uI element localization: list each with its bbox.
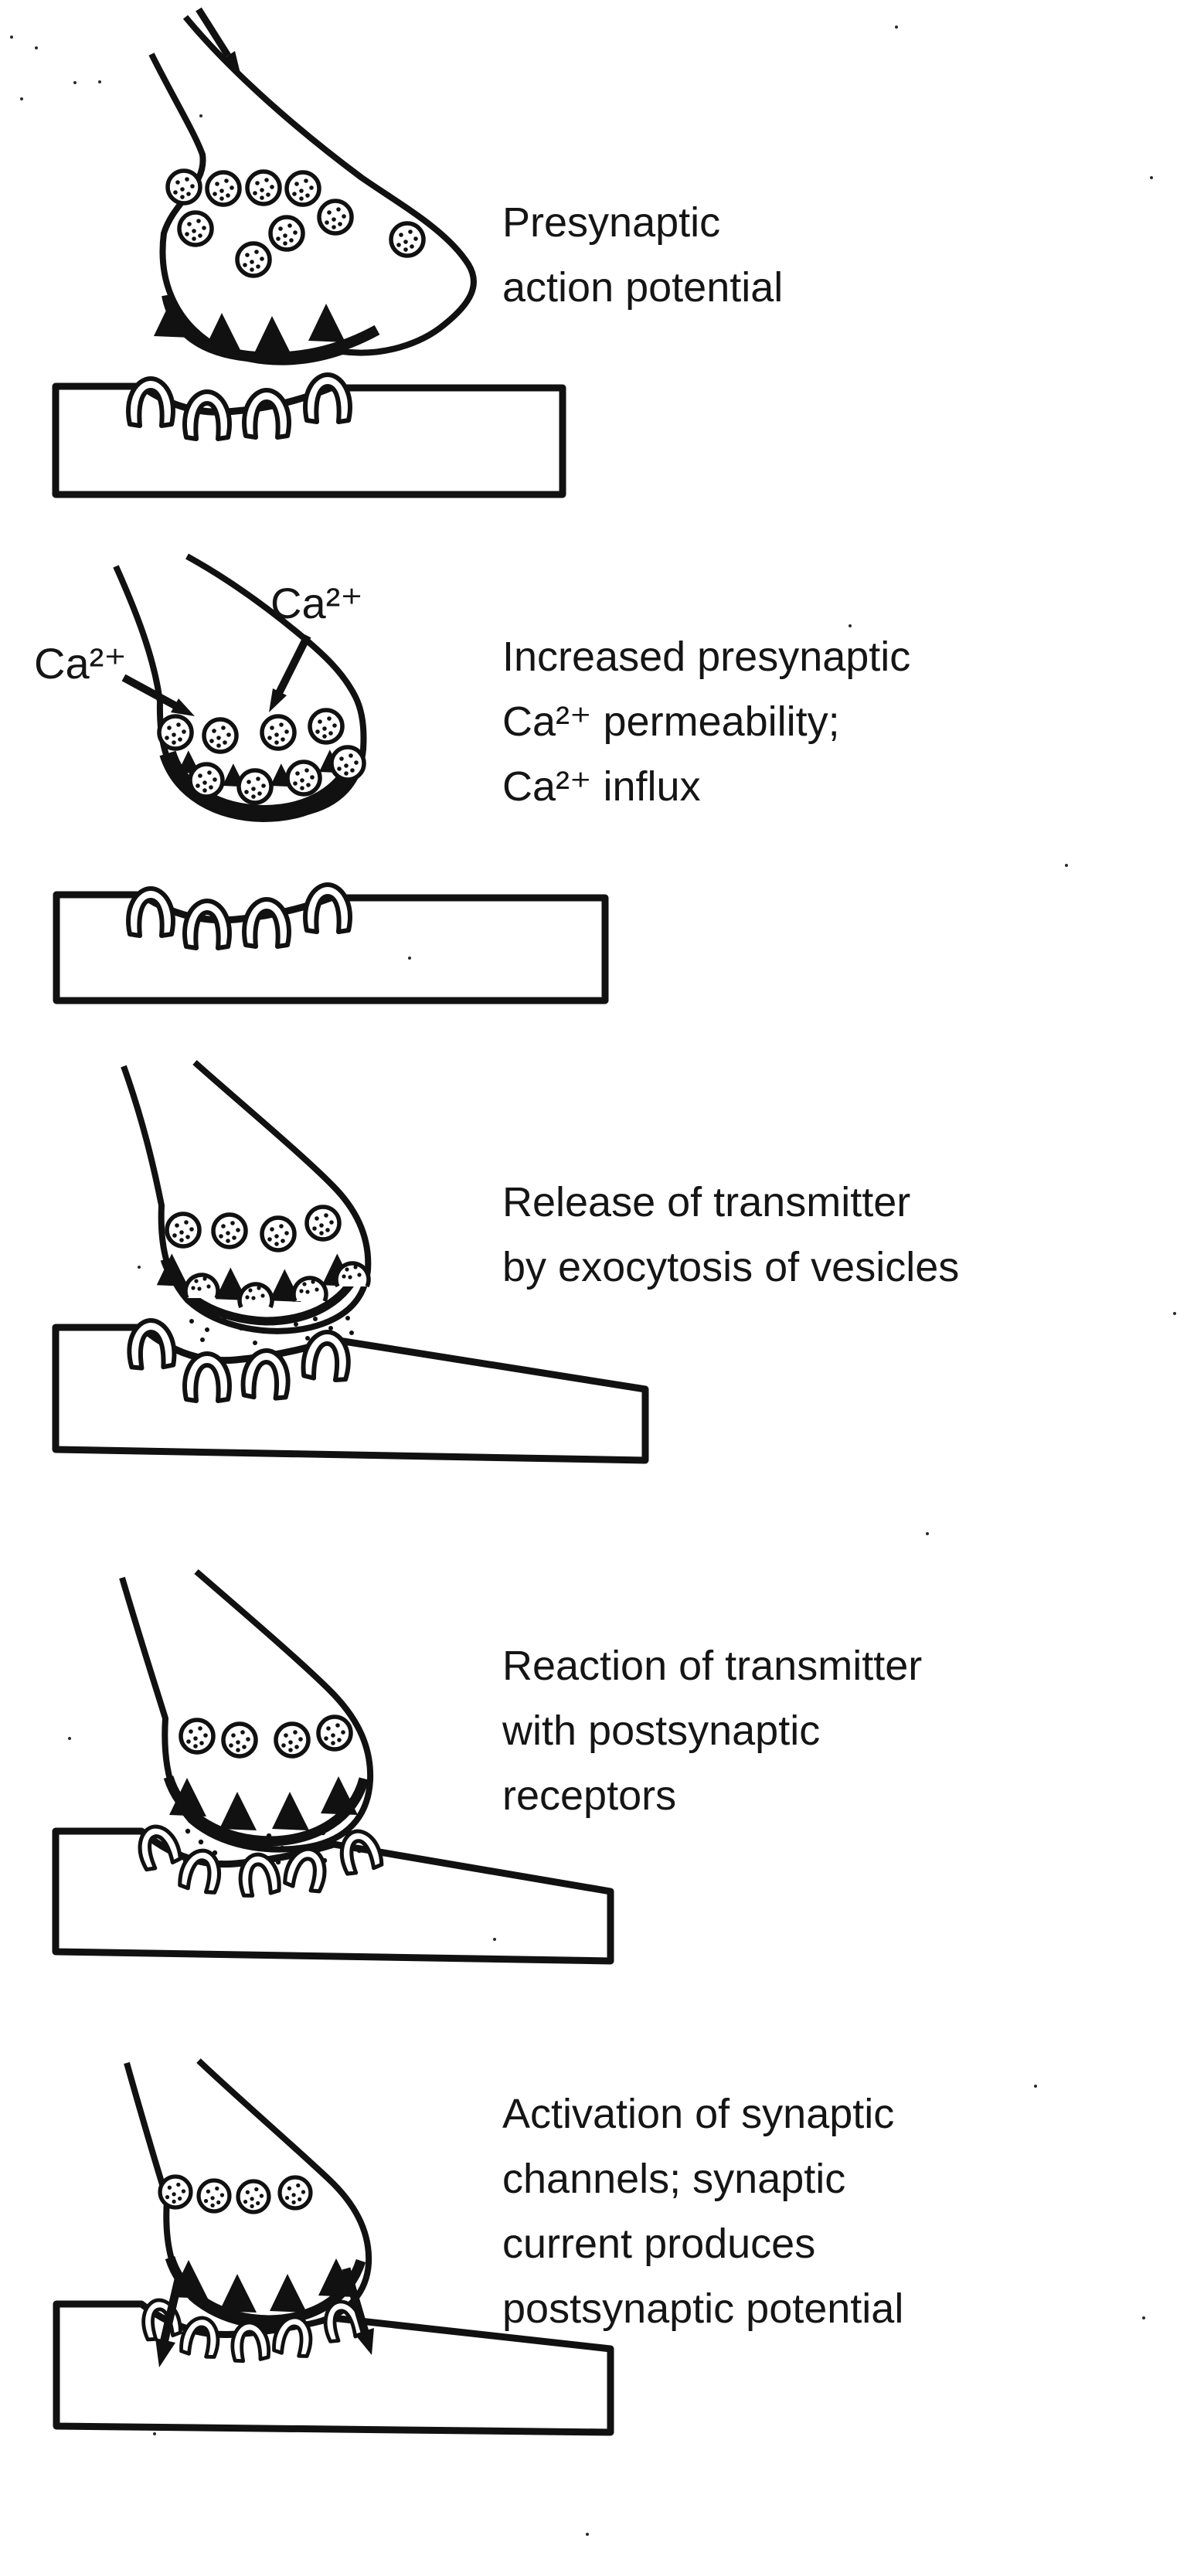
synaptic-vesicle [318, 1717, 351, 1749]
docked-synaptic-vesicle [190, 764, 223, 797]
panel-4-drawing [52, 1568, 614, 1965]
docked-synaptic-vesicle [239, 770, 271, 803]
synaptic-vesicle [213, 1215, 246, 1247]
synaptic-vesicle [199, 2180, 230, 2211]
synaptic-vesicle [319, 201, 352, 233]
synapse-diagram-step-3 [52, 1060, 649, 1464]
synaptic-vesicle [160, 2177, 191, 2207]
panel-3-label: Release of transmitter by exocytosis of … [502, 1170, 1182, 1300]
synaptic-vesicle [181, 1720, 213, 1752]
fusing-vesicle [336, 1263, 369, 1286]
calcium-ion-annotation: Ca²⁺ [270, 579, 363, 627]
presynaptic-terminal [121, 1060, 372, 1334]
panel-4-label: Reaction of transmitter with postsynapti… [502, 1633, 1182, 1828]
presynaptic-terminal [119, 1568, 374, 1853]
label-line: Release of transmitter [502, 1179, 911, 1225]
label-line: action potential [502, 264, 784, 311]
synaptic-vesicle [280, 2177, 311, 2208]
synapse-diagram-step-4 [52, 1568, 614, 1965]
panel-1-label: Presynaptic action potential [502, 190, 1182, 320]
panel-5-drawing [53, 2058, 614, 2436]
synaptic-vesicle [179, 212, 212, 245]
active-zone-rim [160, 1258, 365, 1326]
synaptic-vesicle [262, 716, 294, 749]
synaptic-vesicle [167, 1214, 199, 1246]
synaptic-vesicle [238, 2181, 269, 2212]
calcium-ion-annotation: Ca²⁺ [34, 639, 127, 688]
panel-3-drawing [52, 1060, 649, 1464]
label-line: Reaction of transmitter [502, 1643, 923, 1689]
label-line: Increased presynaptic [502, 634, 911, 680]
label-line: Ca²⁺ influx [502, 763, 701, 810]
label-line: Activation of synaptic [502, 2091, 895, 2137]
synaptic-current-arrow-icon [155, 2275, 184, 2367]
label-line: postsynaptic potential [502, 2285, 904, 2332]
synaptic-vesicle [391, 223, 423, 256]
label-line: by exocytosis of vesicles [502, 1244, 960, 1290]
action-potential-arrow-icon [196, 7, 241, 76]
released-transmitter-dots [189, 1316, 354, 1345]
synaptic-vesicle [223, 1724, 256, 1756]
fusing-vesicle [185, 1275, 218, 1298]
calcium-influx-arrow-icon [269, 634, 311, 712]
synaptic-vesicle [237, 243, 270, 276]
synaptic-vesicle [276, 1724, 308, 1756]
docked-synaptic-vesicle [287, 762, 320, 794]
synaptic-vesicle [262, 1218, 294, 1250]
synaptic-vesicle [270, 217, 303, 250]
synaptic-vesicle [307, 1207, 339, 1239]
synaptic-vesicle [204, 719, 236, 752]
synaptic-vesicle [207, 172, 240, 205]
postsynaptic-cell [52, 1324, 649, 1464]
synapse-diagram-step-2 [53, 553, 609, 1004]
synaptic-vesicle [287, 172, 319, 205]
synapse-diagram-step-5 [53, 2058, 614, 2436]
label-line: with postsynaptic [502, 1708, 821, 1754]
panel-2-label: Increased presynaptic Ca²⁺ permeability;… [502, 624, 1182, 819]
label-line: receptors [502, 1772, 677, 1819]
panel-1-drawing [52, 7, 566, 498]
synaptic-vesicle [310, 710, 342, 743]
active-zone-rim [159, 750, 365, 823]
fusing-vesicle [240, 1284, 272, 1307]
panel-5-label: Activation of synaptic channels; synapti… [502, 2082, 1182, 2341]
label-line: channels; synaptic [502, 2156, 846, 2202]
label-line: current produces [502, 2221, 816, 2267]
synapse-diagram-step-1 [52, 7, 566, 498]
label-line: Presynaptic [502, 199, 721, 246]
calcium-influx-arrow-icon [121, 674, 195, 716]
synaptic-vesicle [168, 171, 200, 203]
label-line: Ca²⁺ permeability; [502, 698, 840, 745]
synaptic-vesicle [159, 716, 192, 749]
fusing-vesicle [294, 1278, 326, 1301]
synaptic-vesicle [247, 172, 280, 204]
synaptic-current-arrow-icon [342, 2267, 374, 2355]
docked-synaptic-vesicle [332, 747, 364, 780]
panel-2-drawing [53, 553, 609, 1004]
